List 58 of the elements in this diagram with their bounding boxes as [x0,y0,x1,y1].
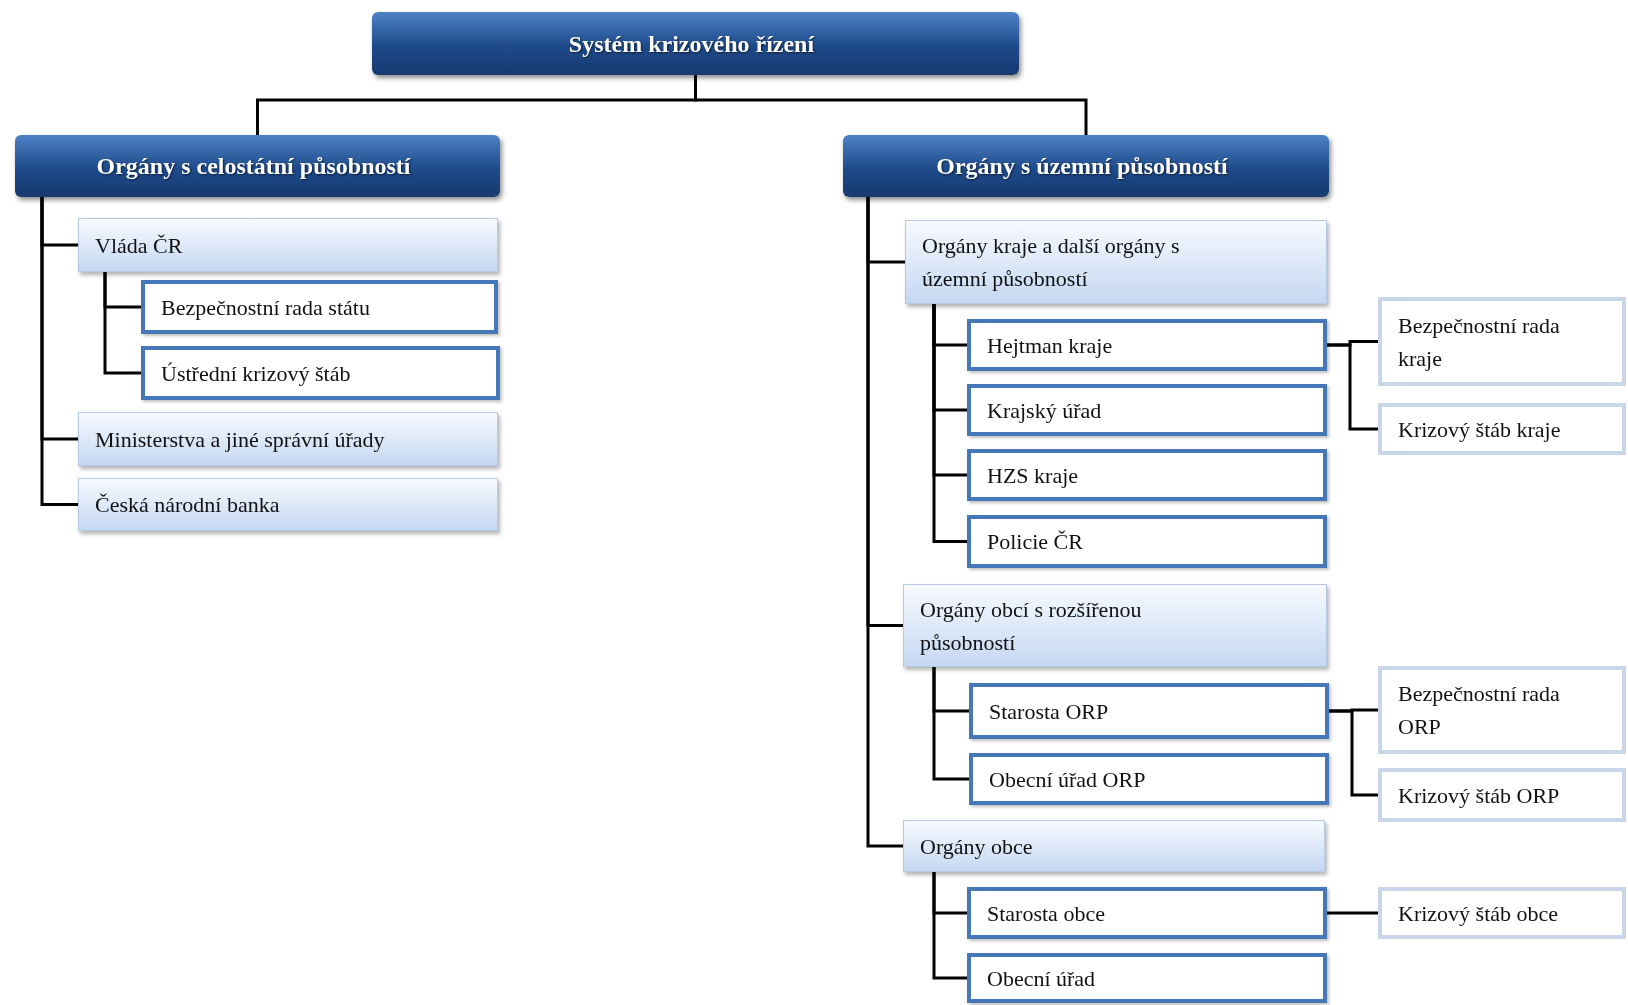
connector-line [1327,343,1378,431]
org-box [1378,403,1626,455]
node-label: Orgány obce [920,832,1034,861]
node-label: Krajský úřad [987,396,1103,425]
node-label: Orgány obcí s rozšířenou působností [920,595,1143,657]
connector-line [1327,911,1378,915]
node-label: Bezpečnostní rada ORP [1398,680,1561,741]
org-box [967,515,1327,568]
org-box [967,319,1327,371]
org-box [969,753,1329,805]
node-label: Systém krizového řízení [568,29,816,59]
node-label: Ministerstva a jiné správní úřady [95,425,386,454]
org-box [1378,768,1626,822]
org-box [967,384,1327,436]
node-label: Starosta ORP [989,697,1110,726]
org-box [141,346,500,400]
node-label: Ústřední krizový štáb [161,359,352,388]
org-box [903,584,1327,667]
connector-line [103,272,141,375]
connector-line [932,304,967,543]
header-box [15,135,500,197]
org-box [78,412,498,466]
node-label: Starosta obce [987,899,1106,928]
org-box [1378,297,1626,386]
org-box [905,220,1327,304]
node-label: Orgány s celostátní působností [96,152,412,181]
node-label: Bezpečnostní rada kraje [1398,311,1561,373]
header-box [372,12,1019,75]
node-label: Obecní úřad [987,964,1097,993]
connector-line [866,197,903,848]
node-label: Bezpečnostní rada státu [161,293,371,322]
org-box [903,820,1325,872]
connector-line [40,197,78,506]
node-label: Hejtman kraje [987,331,1114,360]
node-label: HZS kraje [987,461,1080,490]
org-box [78,478,498,531]
connector-line [932,872,967,980]
org-box [141,280,498,334]
connector-line [1329,709,1378,797]
connector-line [694,75,1088,135]
node-label: Orgány kraje a další orgány s územní působností [922,232,1181,293]
node-label: Krizový štáb obce [1398,899,1560,928]
node-label: Krizový štáb kraje [1398,415,1562,444]
org-box [967,887,1327,939]
org-box [969,683,1329,739]
org-box [967,449,1327,501]
node-label: Česká národní banka [95,491,281,519]
node-label: Krizový štáb ORP [1398,781,1561,810]
node-label: Vláda ČR [95,231,184,260]
org-box [1378,887,1626,939]
org-box [78,218,498,272]
header-box [843,135,1329,197]
node-label: Obecní úřad ORP [989,765,1147,794]
connector-line [932,667,969,781]
node-label: Orgány s územní působností [936,152,1229,181]
node-label: Policie ČR [987,528,1084,556]
org-box [967,953,1327,1003]
org-box [1378,666,1626,754]
